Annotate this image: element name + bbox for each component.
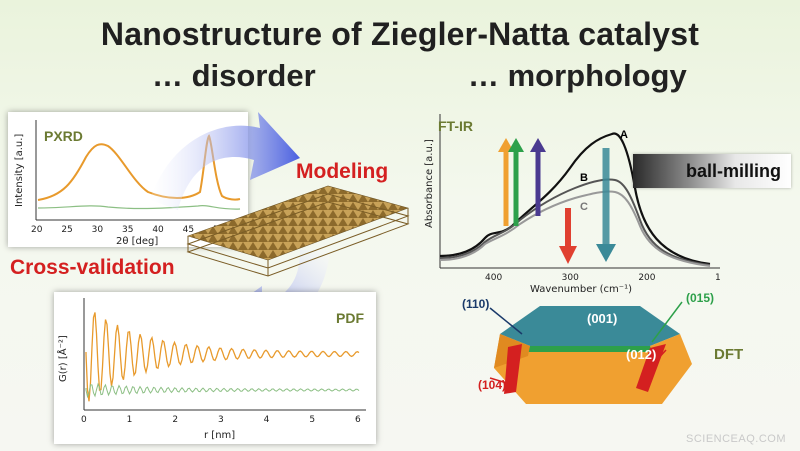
pxrd-tick-5: 45 (183, 225, 194, 235)
ftir-xlabel: Wavenumber (cm⁻¹) (530, 284, 632, 295)
face-label-015: (015) (686, 291, 715, 305)
ftir-ylabel: Absorbance [a.u.] (424, 139, 435, 228)
pxrd-xlabel: 2θ [deg] (116, 236, 158, 247)
ball-milling-label: ball-milling (685, 161, 781, 181)
face-label-001: (001) (587, 311, 618, 326)
pdf-tick-5: 5 (309, 415, 315, 425)
pxrd-tick-3: 35 (122, 225, 133, 235)
pdf-tick-4: 4 (264, 415, 270, 425)
face-label-110: (110) (462, 297, 490, 311)
pdf-tick-6: 6 (355, 415, 361, 425)
ftir-tick-2: 200 (638, 273, 655, 283)
subtitle-disorder: … disorder (152, 58, 316, 93)
ftir-tick-1: 300 (562, 273, 579, 283)
cross-validation-label: Cross-validation (10, 256, 175, 279)
ftir-tick-0: 400 (485, 273, 502, 283)
face-label-104: (104) (478, 378, 507, 392)
ftir-plot: A B C 400 300 200 100 Absorbance [a.u.] Wav… (424, 114, 720, 295)
curve-label-b: B (580, 172, 588, 184)
subtitle-morphology: … morphology (468, 58, 687, 93)
layered-model (186, 185, 410, 277)
arrow-upper (150, 112, 300, 210)
pxrd-ylabel: Intensity [a.u.] (14, 134, 25, 207)
pdf-tick-1: 1 (127, 415, 133, 425)
pxrd-tick-1: 25 (61, 225, 72, 235)
watermark: SCIENCEAQ.COM (685, 433, 786, 445)
pdf-tick-0: 0 (81, 415, 87, 425)
pdf-tick-3: 3 (218, 415, 224, 425)
dft-label: DFT (714, 346, 744, 363)
ftir-label: FT-IR (438, 118, 473, 134)
pdf-ylabel: G(r) [Å⁻²] (56, 335, 69, 382)
pxrd-tick-2: 30 (92, 225, 104, 235)
curve-label-a: A (620, 129, 628, 141)
ball-milling-badge: ball-milling (633, 154, 791, 188)
pdf-panel: 0 1 2 3 4 5 6 G(r) [Å⁻²] r [nm] PDF (54, 292, 376, 444)
pdf-plot: 0 1 2 3 4 5 6 G(r) [Å⁻²] r [nm] (56, 298, 366, 441)
ftir-tick-3: 100 (715, 273, 720, 283)
pxrd-tick-0: 20 (31, 225, 43, 235)
page-title: Nanostructure of Ziegler-Natta catalyst (100, 16, 700, 52)
modeling-label: Modeling (296, 160, 389, 183)
crystal-model (489, 301, 692, 404)
curve-label-c: C (580, 201, 588, 213)
pxrd-label: PXRD (44, 128, 83, 144)
pxrd-tick-4: 40 (152, 225, 164, 235)
face-label-012: (012) (626, 347, 657, 362)
pdf-label: PDF (336, 310, 364, 326)
pdf-xlabel: r [nm] (204, 430, 235, 441)
pdf-tick-2: 2 (172, 415, 178, 425)
